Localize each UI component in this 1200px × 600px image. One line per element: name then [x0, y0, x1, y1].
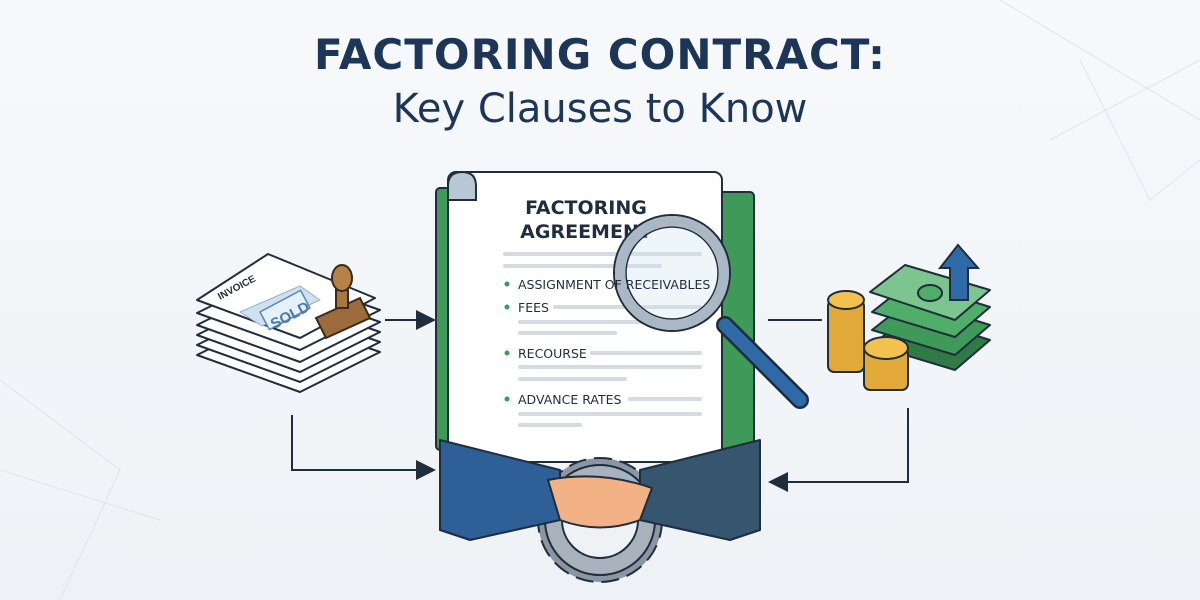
clause-advance-rates: ADVANCE RATES	[518, 392, 622, 407]
arrow-invoice-to-handshake	[291, 415, 436, 480]
title-line-2: Key Clauses to Know	[392, 86, 808, 132]
cash-stack-icon	[869, 264, 991, 371]
up-arrow-icon	[937, 243, 981, 301]
clause-bullets	[504, 281, 510, 402]
handshake-icon	[439, 439, 761, 541]
title-line-1: FACTORING CONTRACT:	[314, 30, 886, 79]
coins-icon	[827, 290, 909, 391]
clause-recourse: RECOURSE	[518, 346, 587, 361]
arrow-cash-to-handshake	[768, 408, 909, 492]
invoice-stack-icon: INVOICE SOLD	[196, 253, 381, 393]
magnifying-glass-icon	[613, 214, 809, 409]
document-heading-2: AGREEMENT	[520, 221, 652, 243]
document-heading-1: FACTORING	[525, 197, 647, 219]
clause-fees: FEES	[518, 300, 549, 315]
rubber-stamp-icon	[314, 264, 372, 340]
flow-arrows	[291, 310, 909, 492]
clause-assignment: ASSIGNMENT OF RECEIVABLES	[518, 277, 710, 292]
